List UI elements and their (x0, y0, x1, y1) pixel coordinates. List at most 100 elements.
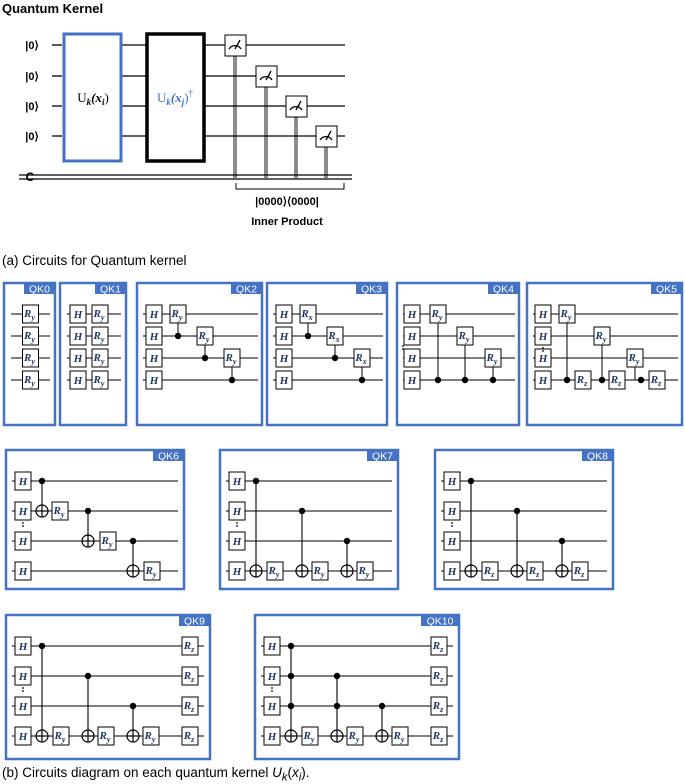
gate-box (69, 370, 87, 390)
gate-label-sub: y (602, 335, 607, 344)
gate-box (481, 561, 499, 581)
gate-label: Ry (144, 730, 156, 744)
ket-zero-label: |0⟩ (25, 101, 39, 113)
hadamard-gate: H (145, 326, 163, 346)
rotation-gate: Rz (526, 561, 544, 581)
uk-xj-dagger-gate (145, 32, 206, 163)
gate-label-sub: z (583, 379, 588, 388)
rotation-gate: Ry (143, 561, 161, 581)
rotation-gate: Rz (430, 636, 448, 656)
inner-product-label: Inner Product (251, 216, 323, 228)
hadamard-gate: H (403, 370, 421, 390)
gate-box (181, 666, 199, 686)
panel-label: QK3 (361, 284, 382, 296)
rotation-gate: Ry (142, 726, 160, 746)
gate-box (443, 471, 461, 491)
gate-label-sub: x (308, 313, 313, 322)
hadamard-gate: H (14, 636, 32, 656)
gate-label-r: R (358, 565, 366, 577)
rotation-gate: Ry (91, 370, 109, 390)
hadamard-gate: H (534, 370, 552, 390)
gate-label-r: R (23, 374, 31, 386)
meter-arc (259, 76, 273, 81)
rotation-gate: Ry (593, 326, 611, 346)
rotation-gate: Ry (99, 531, 117, 551)
uk-xi-label: Uk(xi) (77, 90, 109, 107)
rotation-gate: Rz (648, 370, 666, 390)
rotation-gate: Rx (353, 348, 371, 368)
rotation-gate: Ry (558, 304, 576, 324)
gate-label-r: R (23, 330, 31, 342)
caption-b-open: ( (287, 765, 293, 780)
gate-label: H (279, 331, 289, 343)
hadamard-gate: H (69, 348, 87, 368)
hadamard-gate: H (263, 666, 281, 686)
uk-xj-label-part: ) (184, 90, 188, 105)
gate-label: Ry (348, 730, 360, 744)
ellipsis-dot (22, 522, 24, 524)
gate-label-sub: y (100, 357, 105, 366)
rotation-gate: Ry (346, 726, 364, 746)
projector-label: |0000⟩⟨0000| (255, 196, 319, 208)
gate-label-r: R (144, 730, 152, 742)
hadamard-gate: H (145, 348, 163, 368)
gate-label: Ry (23, 330, 35, 344)
gate-label: Rz (483, 565, 495, 579)
caption-a: (a) Circuits for Quantum kernel (2, 253, 187, 268)
hadamard-gate: H (14, 696, 32, 716)
caption-b-prefix: (b) Circuits diagram on each quantum ker… (2, 765, 273, 780)
gate-box (608, 370, 626, 390)
gate-label: H (447, 476, 457, 488)
gate-label-r: R (458, 330, 466, 342)
panel-frame (525, 281, 684, 427)
gate-label: Ry (560, 308, 572, 322)
hadamard-gate: H (14, 501, 32, 521)
control-dot (333, 702, 341, 710)
gate-label: H (447, 566, 457, 578)
gate-box (97, 726, 115, 746)
gate-box (145, 348, 163, 368)
control-dot (637, 376, 645, 384)
gate-box (275, 348, 293, 368)
caption-b-k: k (281, 771, 288, 784)
gate-label-r: R (183, 640, 191, 652)
rotation-gate: Ry (626, 348, 644, 368)
uk-xi-label-part: U (77, 90, 87, 105)
caption-b-U: U (272, 765, 282, 780)
uk-xi-label-part: ) (104, 90, 108, 105)
rotation-gate: Ry (266, 561, 284, 581)
gate-label-r: R (560, 308, 568, 320)
gate-label-r: R (53, 505, 61, 517)
gate-label-sub: y (100, 379, 105, 388)
control-dot (287, 702, 295, 710)
gate-label: Ry (595, 330, 607, 344)
hadamard-gate: H (534, 348, 552, 368)
gate-label: H (18, 566, 28, 578)
gate-label: H (407, 353, 417, 365)
gate-label: Ry (101, 535, 113, 549)
gate-label-r: R (183, 730, 191, 742)
control-dot (563, 376, 571, 384)
gate-label-r: R (183, 700, 191, 712)
rotation-gate: Rz (430, 726, 448, 746)
gate-label-r: R (348, 730, 356, 742)
gate-label-sub: y (493, 357, 498, 366)
gate-label: Ry (145, 565, 157, 579)
ellipsis-dot (22, 525, 24, 527)
gate-label-sub: z (439, 675, 444, 684)
gate-label-sub: z (617, 379, 622, 388)
gate-box (430, 666, 448, 686)
gate-label: Ry (23, 374, 35, 388)
hadamard-gate: H (228, 501, 246, 521)
panel-label-bg (24, 283, 55, 294)
panel-label: QK4 (493, 284, 514, 296)
gate-label-r: R (101, 535, 109, 547)
gate-label-r: R (432, 640, 440, 652)
ellipsis-dot (236, 522, 238, 524)
control-dot (358, 376, 366, 384)
ket-zero-label: |0⟩ (25, 131, 39, 143)
